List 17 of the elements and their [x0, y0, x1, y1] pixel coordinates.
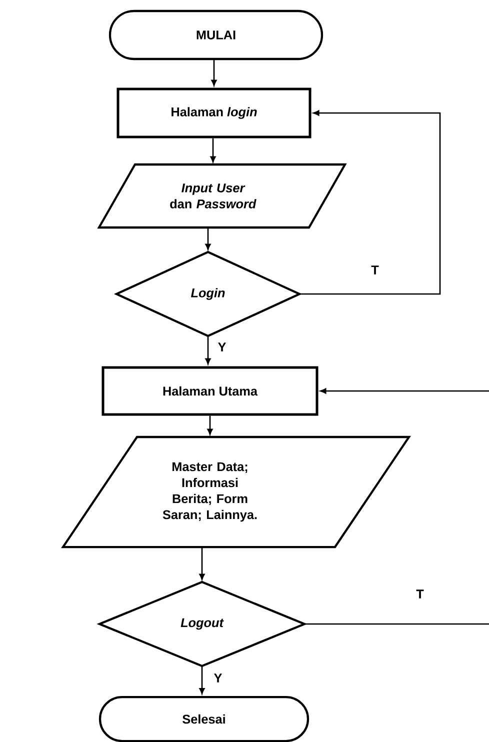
- end-terminal: Selesai: [98, 696, 310, 742]
- arrow: [205, 336, 211, 364]
- process-box: Halaman login: [116, 88, 312, 138]
- start-terminal: MULAI: [108, 10, 324, 60]
- edge-label: T: [370, 264, 380, 276]
- arrow: [207, 416, 213, 435]
- arrow: [300, 110, 441, 295]
- edge-label: T: [414, 588, 426, 600]
- arrow: [320, 388, 489, 394]
- edge-label: Y: [212, 672, 224, 684]
- arrow: [199, 547, 205, 580]
- process-box: Halaman Utama: [102, 366, 318, 416]
- edge-label: Y: [216, 341, 228, 353]
- arrow: [210, 138, 216, 162]
- arrow: [199, 666, 205, 694]
- arrow: [205, 228, 211, 250]
- arrow: [211, 60, 217, 86]
